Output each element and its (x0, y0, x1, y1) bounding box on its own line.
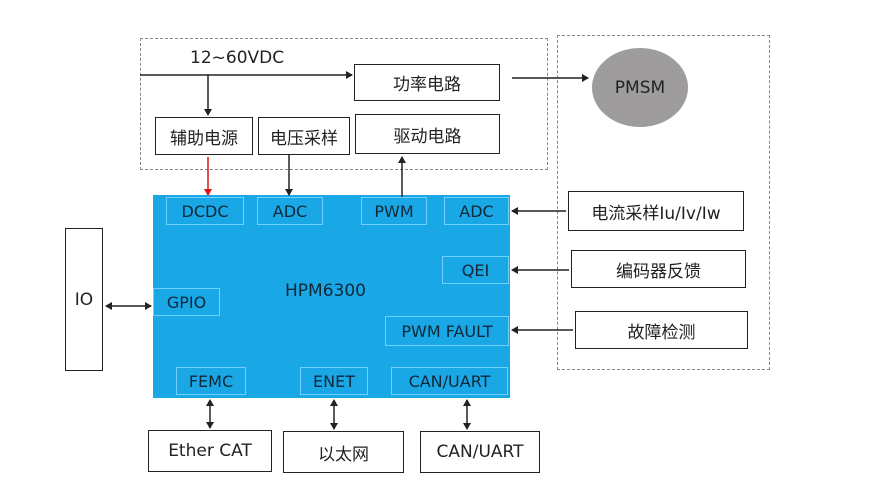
port-can-uart: CAN/UART (391, 367, 508, 395)
ethercat-block: Ether CAT (148, 430, 272, 472)
port-enet: ENET (300, 367, 368, 395)
pmsm-motor: PMSM (592, 48, 688, 127)
can-uart-block: CAN/UART (420, 431, 540, 473)
current-sampling-block: 电流采样Iu/Iv/Iw (568, 191, 744, 231)
ethernet-block: 以太网 (283, 431, 404, 473)
power-input-label: 12~60VDC (190, 48, 285, 68)
power-circuit-block: 功率电路 (354, 64, 500, 101)
port-gpio: GPIO (153, 288, 220, 316)
port-pwm: PWM (361, 197, 427, 225)
mcu-name: HPM6300 (285, 281, 366, 301)
port-dcdc: DCDC (166, 197, 244, 225)
voltage-sampling-block: 电压采样 (258, 117, 350, 155)
drive-circuit-block: 驱动电路 (355, 114, 500, 154)
port-pwm-fault: PWM FAULT (385, 316, 509, 346)
motor-sensor-group (557, 35, 770, 370)
port-adc-left: ADC (257, 197, 323, 225)
aux-power-block: 辅助电源 (155, 117, 253, 155)
mcu-block (153, 195, 510, 398)
port-femc: FEMC (176, 367, 246, 395)
port-qei: QEI (442, 256, 509, 284)
io-block: IO (65, 228, 103, 371)
encoder-feedback-block: 编码器反馈 (571, 250, 746, 288)
fault-detection-block: 故障检测 (575, 311, 748, 349)
port-adc-right: ADC (444, 197, 509, 225)
pmsm-label: PMSM (614, 77, 666, 98)
power-stage-group (140, 38, 548, 170)
